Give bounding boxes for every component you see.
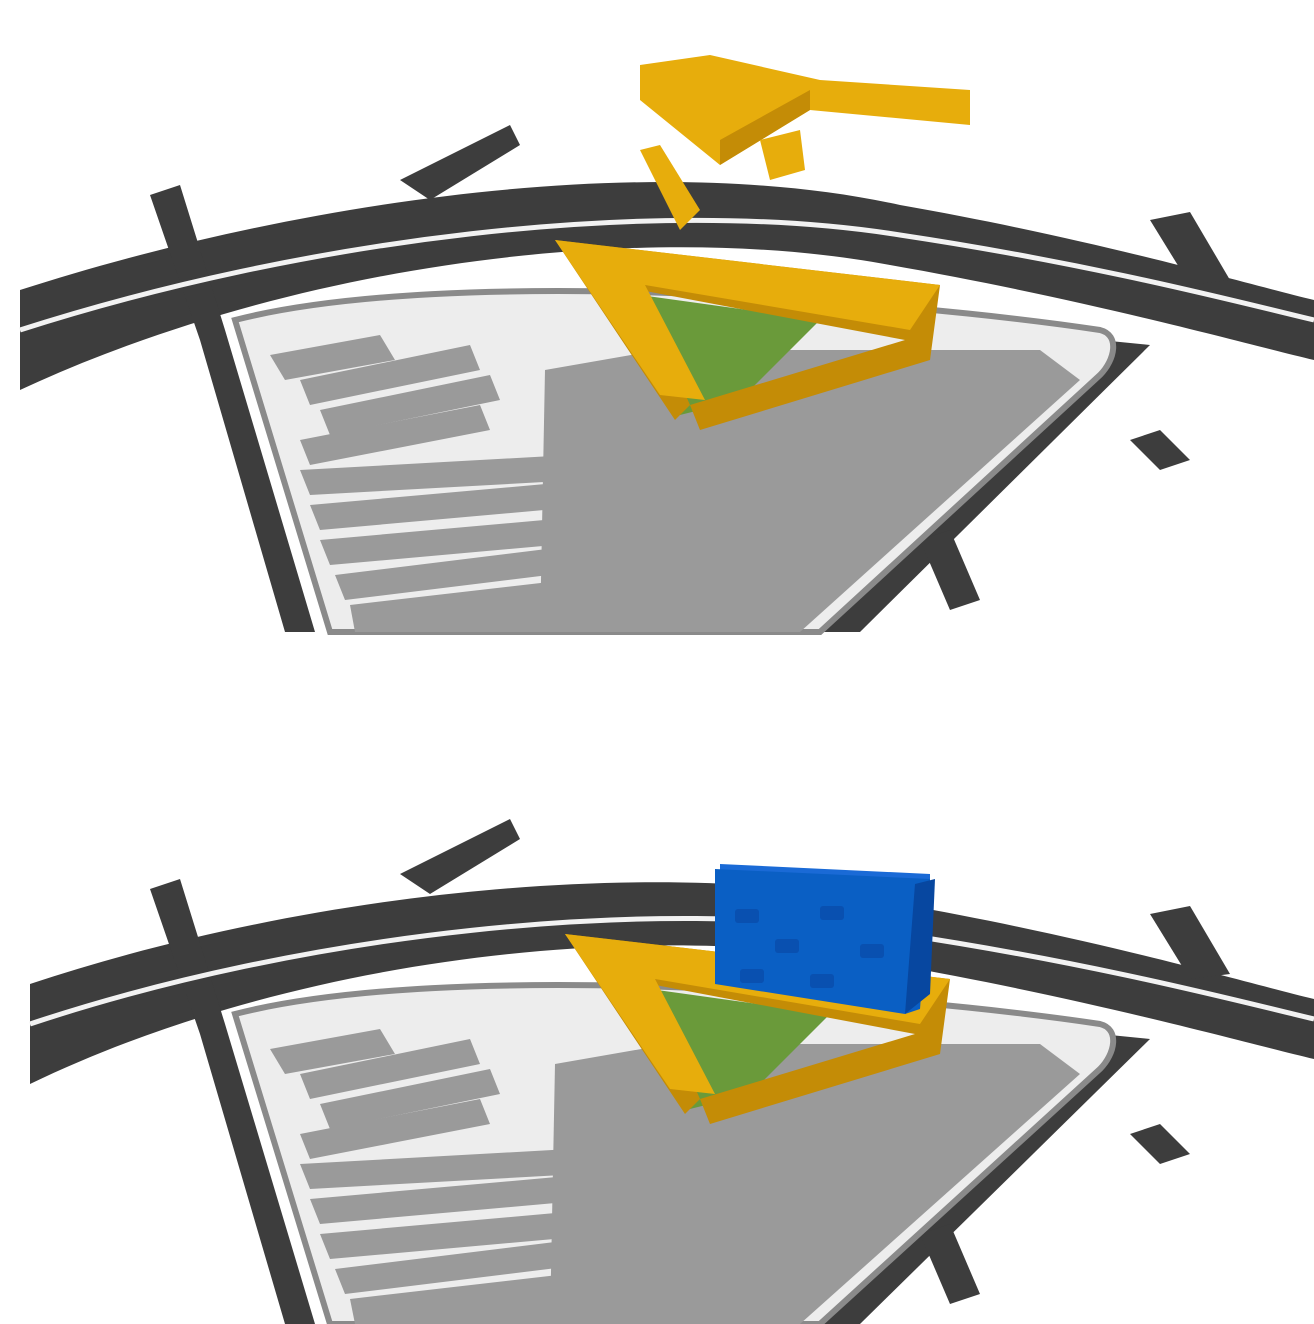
upper-spur-road: [400, 125, 520, 200]
diagram-panel-exploded: [0, 0, 1314, 640]
diagram-panel-proposed: [0, 684, 1314, 1324]
right-branch-3: [920, 530, 980, 610]
upper-spur-road: [400, 819, 520, 894]
massing-diagram-exploded: [0, 0, 1314, 640]
massing-diagram-proposed: [0, 684, 1314, 1324]
right-branch-3: [920, 1224, 980, 1304]
right-branch-2: [1130, 1124, 1190, 1164]
floating-small-block: [760, 130, 805, 180]
right-branch-2: [1130, 430, 1190, 470]
